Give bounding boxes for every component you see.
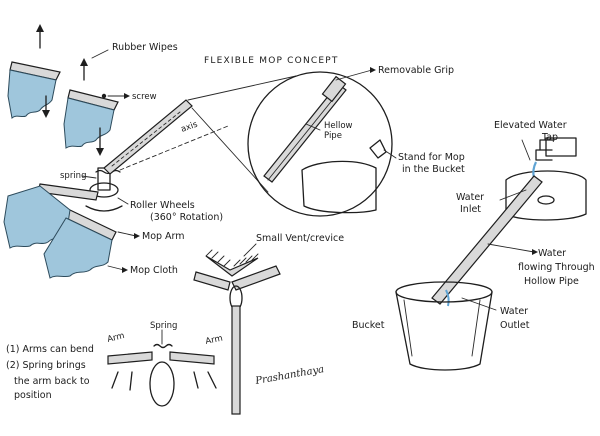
mop-stick — [232, 306, 240, 414]
bend-right-arm — [170, 352, 214, 364]
label-rubber-wipes: Rubber Wipes — [112, 42, 178, 53]
vent-mop-head — [194, 250, 280, 414]
upward-arrow-icon — [36, 24, 44, 48]
note-line-4: position — [14, 390, 52, 401]
artist-signature: Prashanthaya — [254, 364, 325, 387]
label-mop-cloth: Mop Cloth — [130, 265, 178, 276]
label-screw: screw — [132, 92, 157, 102]
label-stand-line2: in the Bucket — [402, 164, 465, 175]
label-roller-wheels-line2: (360° Rotation) — [150, 212, 223, 223]
note-line-3: the arm back to — [14, 376, 90, 387]
upper-mop-head — [8, 24, 118, 156]
label-water-inlet-line1: Water — [456, 192, 484, 203]
label-small-vent: Small Vent/crevice — [256, 233, 344, 244]
mop-handle — [104, 100, 228, 174]
label-water-outlet-line1: Water — [500, 306, 528, 317]
label-water-inlet-line2: Inlet — [460, 204, 481, 215]
label-water-flowing-line1: Water — [538, 248, 566, 259]
label-stand-line1: Stand for Mop — [398, 152, 465, 163]
label-bend-spring: Spring — [150, 321, 177, 331]
label-elevated-tap-line1: Elevated Water — [494, 120, 567, 131]
label-bend-arm-left: Arm — [106, 331, 125, 345]
label-bucket: Bucket — [352, 320, 385, 331]
label-hollow-pipe-line1: Hellow — [324, 121, 353, 131]
label-mop-arm: Mop Arm — [142, 231, 185, 242]
concept-zoom-circle — [248, 72, 392, 216]
label-water-flowing-line3: Hollow Pipe — [524, 276, 579, 287]
note-line-1: (1) Arms can bend — [6, 344, 94, 355]
label-roller-wheels-line1: Roller Wheels — [130, 200, 195, 211]
concept-title: FLEXIBLE MOP CONCEPT — [204, 56, 339, 66]
removable-grip — [322, 77, 345, 102]
note-line-2: (2) Spring brings — [6, 360, 86, 371]
lower-mop-head — [4, 168, 122, 278]
label-water-flowing-line2: flowing Through — [518, 262, 595, 273]
label-axis: axis — [180, 119, 200, 134]
label-hollow-pipe-line2: Pipe — [324, 131, 342, 141]
bend-left-arm — [108, 352, 152, 364]
label-elevated-tap-line2: Tap — [541, 132, 558, 143]
mop-stand — [370, 140, 386, 158]
screw-icon — [102, 94, 106, 98]
label-water-outlet-line2: Outlet — [500, 320, 530, 331]
label-removable-grip: Removable Grip — [378, 65, 454, 76]
label-bend-arm-right: Arm — [205, 334, 224, 347]
bending-arms-diagram — [108, 330, 216, 406]
upward-arrow-icon — [80, 58, 88, 80]
